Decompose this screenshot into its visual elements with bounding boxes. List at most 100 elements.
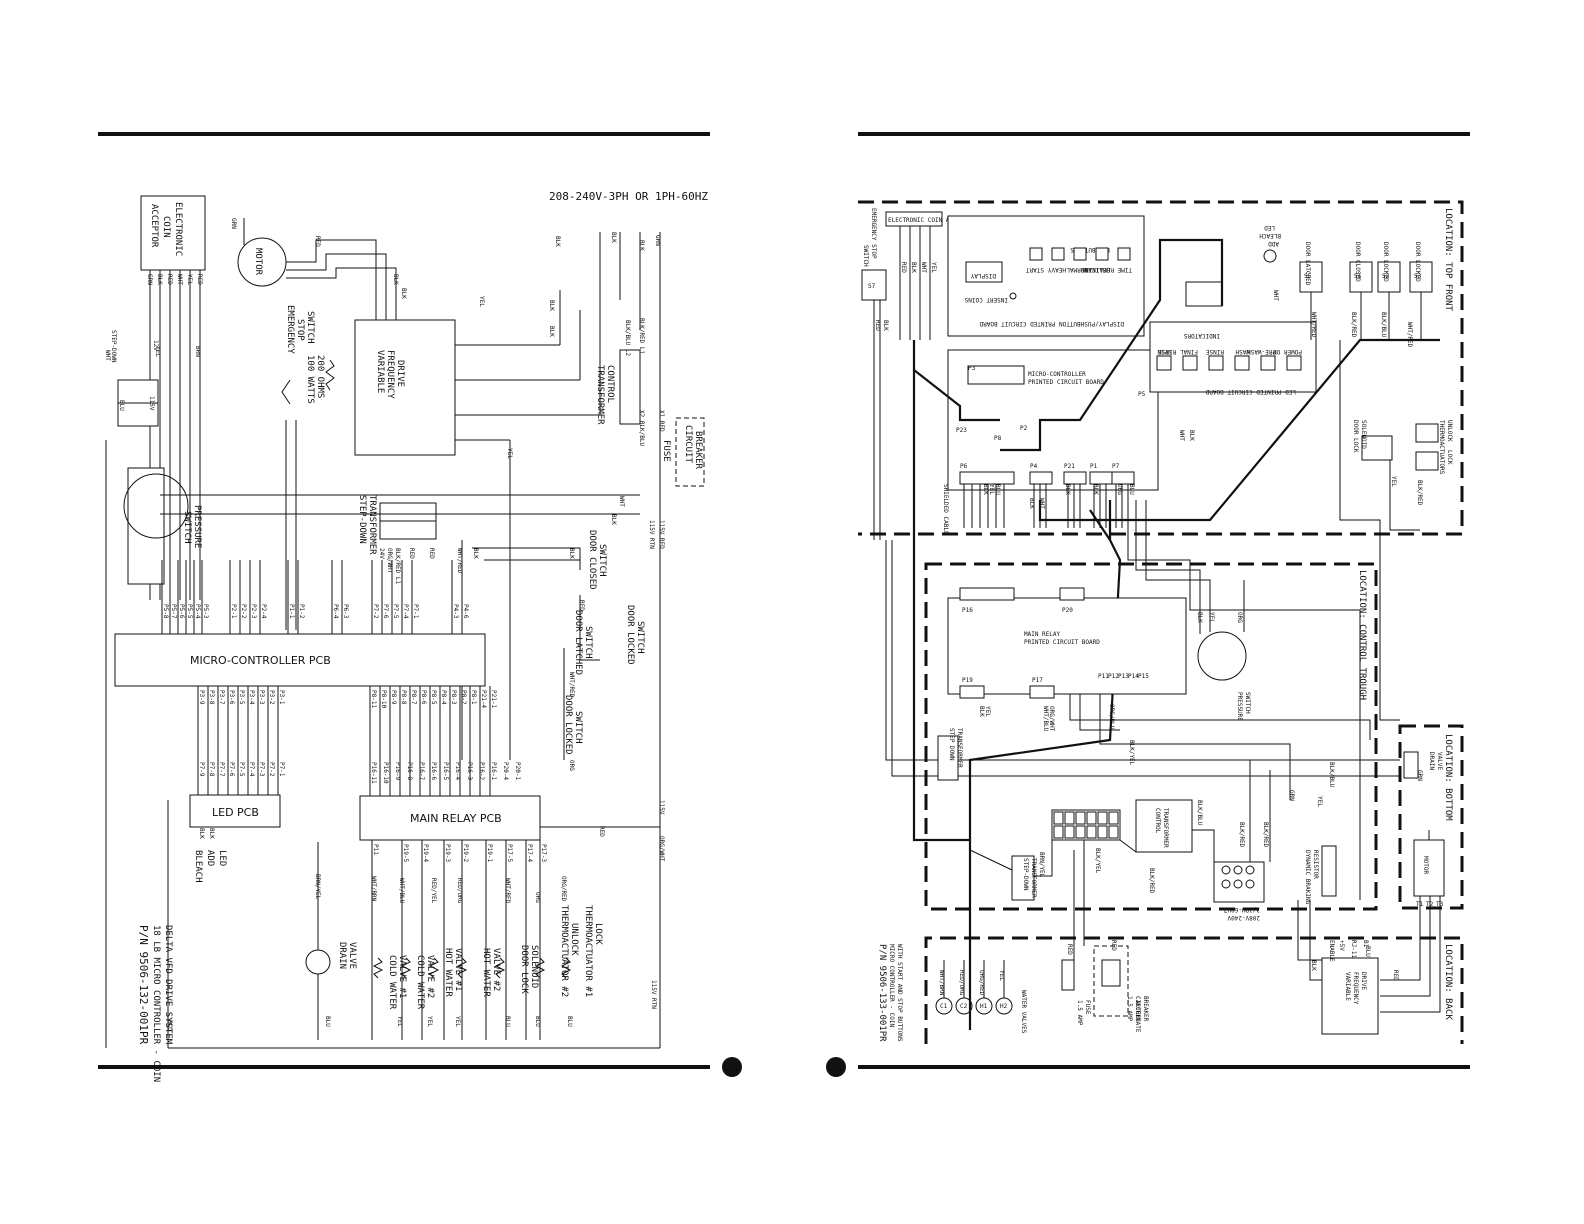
left-part-desc-1: 18 LB MICRO CONTROLLER - COIN	[151, 925, 161, 1082]
right-part-desc-2: WITH START AND STOP BUTTONS	[896, 944, 903, 1042]
wire-run	[1145, 500, 1211, 632]
bleach-led-label-3: LED	[217, 850, 227, 866]
relay-port-header	[959, 587, 1015, 601]
wire-color-label: BLU	[1364, 946, 1371, 957]
micro-bottom-pin: P3-3	[258, 690, 265, 705]
vfd-label-3: DRIVE	[395, 360, 405, 387]
micro-top-pin: P6-3	[342, 604, 349, 619]
wire-color-label: RED	[1110, 940, 1117, 951]
r-control-transformer	[1135, 799, 1193, 853]
micro-top-pin: P2-3	[250, 604, 257, 619]
micro-pcb-label: MICRO-CONTROLLER PCB	[190, 654, 331, 667]
ctrl-transformer-label-2: TRANSFORMER	[595, 365, 605, 425]
board-port-header	[1089, 471, 1113, 485]
pushbutton	[1051, 247, 1065, 261]
wire-color-label: ENABLE	[1328, 940, 1335, 962]
wire-color-label: BLK	[1064, 484, 1071, 495]
led-pin: P7-1	[278, 762, 285, 777]
wire-color-label: WHT/RED	[456, 548, 463, 574]
load-coil	[428, 957, 440, 979]
micro-bottom-pin: P3-8	[208, 690, 215, 705]
coin-acceptor-box	[140, 195, 206, 271]
wire-color-label: RED	[874, 320, 881, 331]
right-wire-runs	[885, 340, 1441, 1013]
micro-bottom-pin: P3-1	[278, 690, 285, 705]
wire-color-label: GRN	[654, 235, 661, 246]
r-relay-label-1: MAIN RELAY	[1024, 631, 1061, 638]
display-board-label: DISPLAY/PUSHBUTTON PRINTED CIRCUIT BOARD	[979, 320, 1124, 327]
board-port-label: P7	[1112, 463, 1120, 470]
wire-color-label: BLK/BLU L2	[624, 320, 631, 357]
display-label: DISPLAY	[970, 272, 996, 279]
cw2-label-1: COLD WATER	[415, 955, 425, 1010]
wire-color-label: BLK	[1028, 498, 1035, 509]
relay-top-pin: P16-7	[418, 762, 425, 780]
wire-color-label: ORG/BLU	[1108, 704, 1115, 730]
step-down-side-label: STEP-DOWN	[110, 330, 117, 363]
terminal-cell	[1108, 825, 1119, 839]
relay-port-label: P16	[962, 607, 973, 614]
r-micro-label-2: PRINTED CIRCUIT BOARD	[1028, 379, 1104, 386]
wire-color-label: BLK/RED	[1416, 480, 1423, 506]
ctrl-transformer-label-1: CONTROL	[605, 365, 615, 403]
wire-color-label: RED	[408, 548, 415, 559]
left-page-dot	[722, 1057, 742, 1077]
r-motor-t2: T2	[1426, 901, 1434, 908]
wire-color-label: RED	[196, 274, 203, 285]
wire-color-label: BLK/YEL	[1128, 740, 1135, 766]
r-breaker-label-1: 1.5 AMP	[1126, 996, 1133, 1022]
relay-top-pin: P16-2	[478, 762, 485, 780]
bleach-led-label-1: BLEACH	[193, 850, 203, 883]
board-port-label: P3	[968, 365, 976, 372]
wire-color-label: RED	[1066, 944, 1073, 955]
micro-bottom-pin: P21-4	[480, 690, 487, 708]
vfd-label-1: VARIABLE	[375, 350, 385, 393]
step-down-transformer-1	[937, 735, 959, 781]
wire-color-label: 115V RED	[658, 520, 665, 549]
micro-bottom-pin: P8-6	[420, 690, 427, 705]
left-part-desc-2: DELTA VFD DRIVE SYSTEM	[163, 925, 173, 1045]
display-window	[965, 261, 1003, 283]
water-valves-label: WATER VALVES	[1020, 990, 1027, 1034]
indicator-label: WASH	[1235, 348, 1250, 355]
wire-color-label: RED/ORG	[456, 878, 463, 904]
terminal-cell	[1086, 825, 1097, 839]
resistor-label-2: 100 WATTS	[305, 355, 315, 404]
door-switch-id: S5	[1304, 273, 1312, 280]
pushbutton	[1095, 247, 1109, 261]
load-coil	[400, 957, 412, 979]
micro-top-pin: P5-8	[162, 604, 169, 619]
wire-run	[1380, 896, 1431, 997]
r-motor-t1: T1	[1416, 901, 1424, 908]
board-port-header	[959, 471, 1015, 485]
wire-color-label: BLK	[982, 484, 989, 495]
micro-top-pin: P1-2	[298, 604, 305, 619]
wire-color-label: RED/YEL	[430, 878, 437, 904]
r-motor-label: MOTOR	[1422, 856, 1429, 874]
sd1-label-2: TRANSFORMER	[956, 728, 963, 768]
door-switch-label: DOOR LATCHED	[1304, 242, 1311, 286]
micro-bottom-pin: P8-11	[370, 690, 377, 708]
wire-run	[1099, 694, 1291, 800]
terminal-cell	[1086, 811, 1097, 825]
bleach-led	[1263, 249, 1277, 263]
r-coin-acceptor	[885, 211, 943, 227]
wire-color-label: GRN	[1416, 770, 1423, 781]
r-coin-acceptor-label: ELECTRONIC COIN ACCEPTOR	[888, 217, 975, 224]
pushbutton-label: NORMAL	[1066, 266, 1088, 273]
terminal-cell	[1064, 811, 1075, 825]
wire-color-label: WHT/BRN	[938, 970, 945, 996]
door-switch-label: DOOR CLOSED	[1354, 242, 1361, 282]
wire-color-label: YEL	[186, 274, 193, 285]
indicator-led	[1286, 355, 1302, 371]
wire-color-label: RED	[578, 600, 585, 611]
relay-top-pin: P20-1	[514, 762, 521, 780]
wire-run	[1135, 500, 1201, 634]
wire-color-label: BLK	[1310, 960, 1317, 971]
micro-bottom-pin: P3-5	[238, 690, 245, 705]
